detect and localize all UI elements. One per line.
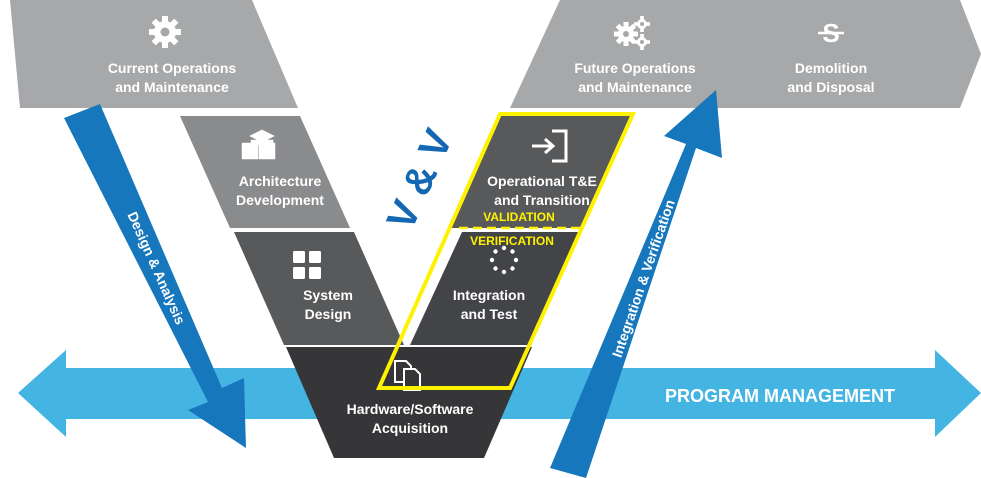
validation-label: VALIDATION: [483, 210, 555, 224]
stage-hardware-software: Hardware/Software Acquisition: [286, 347, 532, 458]
future-ops-line2: and Maintenance: [578, 79, 692, 95]
grid-icon: [293, 251, 321, 279]
gears-icon: [614, 16, 650, 50]
architecture-line2: Development: [236, 192, 324, 208]
stage-architecture: Architecture Development: [180, 116, 350, 228]
program-management-label: PROGRAM MANAGEMENT: [665, 386, 895, 406]
enter-icon: [532, 129, 568, 163]
vv-overlay: VALIDATION VERIFICATION: [375, 112, 637, 390]
gear-icon: [149, 16, 181, 48]
future-ops-line1: Future Operations: [574, 60, 696, 76]
vv-label: V & V: [379, 123, 462, 237]
stage-integration: Integration and Test: [410, 232, 580, 345]
stage-current-operations: Current Operations and Maintenance: [10, 0, 298, 108]
strikethrough-s-icon: S: [818, 18, 844, 48]
hw-sw-line2: Acquisition: [372, 420, 448, 436]
current-ops-line1: Current Operations: [108, 60, 237, 76]
cubes-icon: [241, 129, 276, 160]
design-analysis-label: Design & Analysis: [125, 209, 189, 327]
integration-line2: and Test: [461, 306, 518, 322]
integration-line1: Integration: [453, 287, 525, 303]
architecture-line1: Architecture: [239, 173, 322, 189]
stage-future-band: Future Operations and Maintenance S Demo…: [510, 0, 981, 108]
verification-label: VERIFICATION: [470, 234, 554, 248]
operational-line2: and Transition: [494, 192, 590, 208]
demolition-line1: Demolition: [795, 60, 867, 76]
hw-sw-line1: Hardware/Software: [347, 401, 474, 417]
current-ops-line2: and Maintenance: [115, 79, 229, 95]
system-design-line2: Design: [305, 306, 352, 322]
system-design-line1: System: [303, 287, 353, 303]
dotted-circle-icon: [489, 245, 519, 275]
operational-line1: Operational T&E: [487, 173, 597, 189]
stage-system-design: System Design: [234, 232, 404, 345]
integration-verification-label: Integration & Verification: [609, 197, 678, 359]
demolition-line2: and Disposal: [787, 79, 874, 95]
stage-operational: Operational T&E and Transition: [450, 116, 630, 228]
